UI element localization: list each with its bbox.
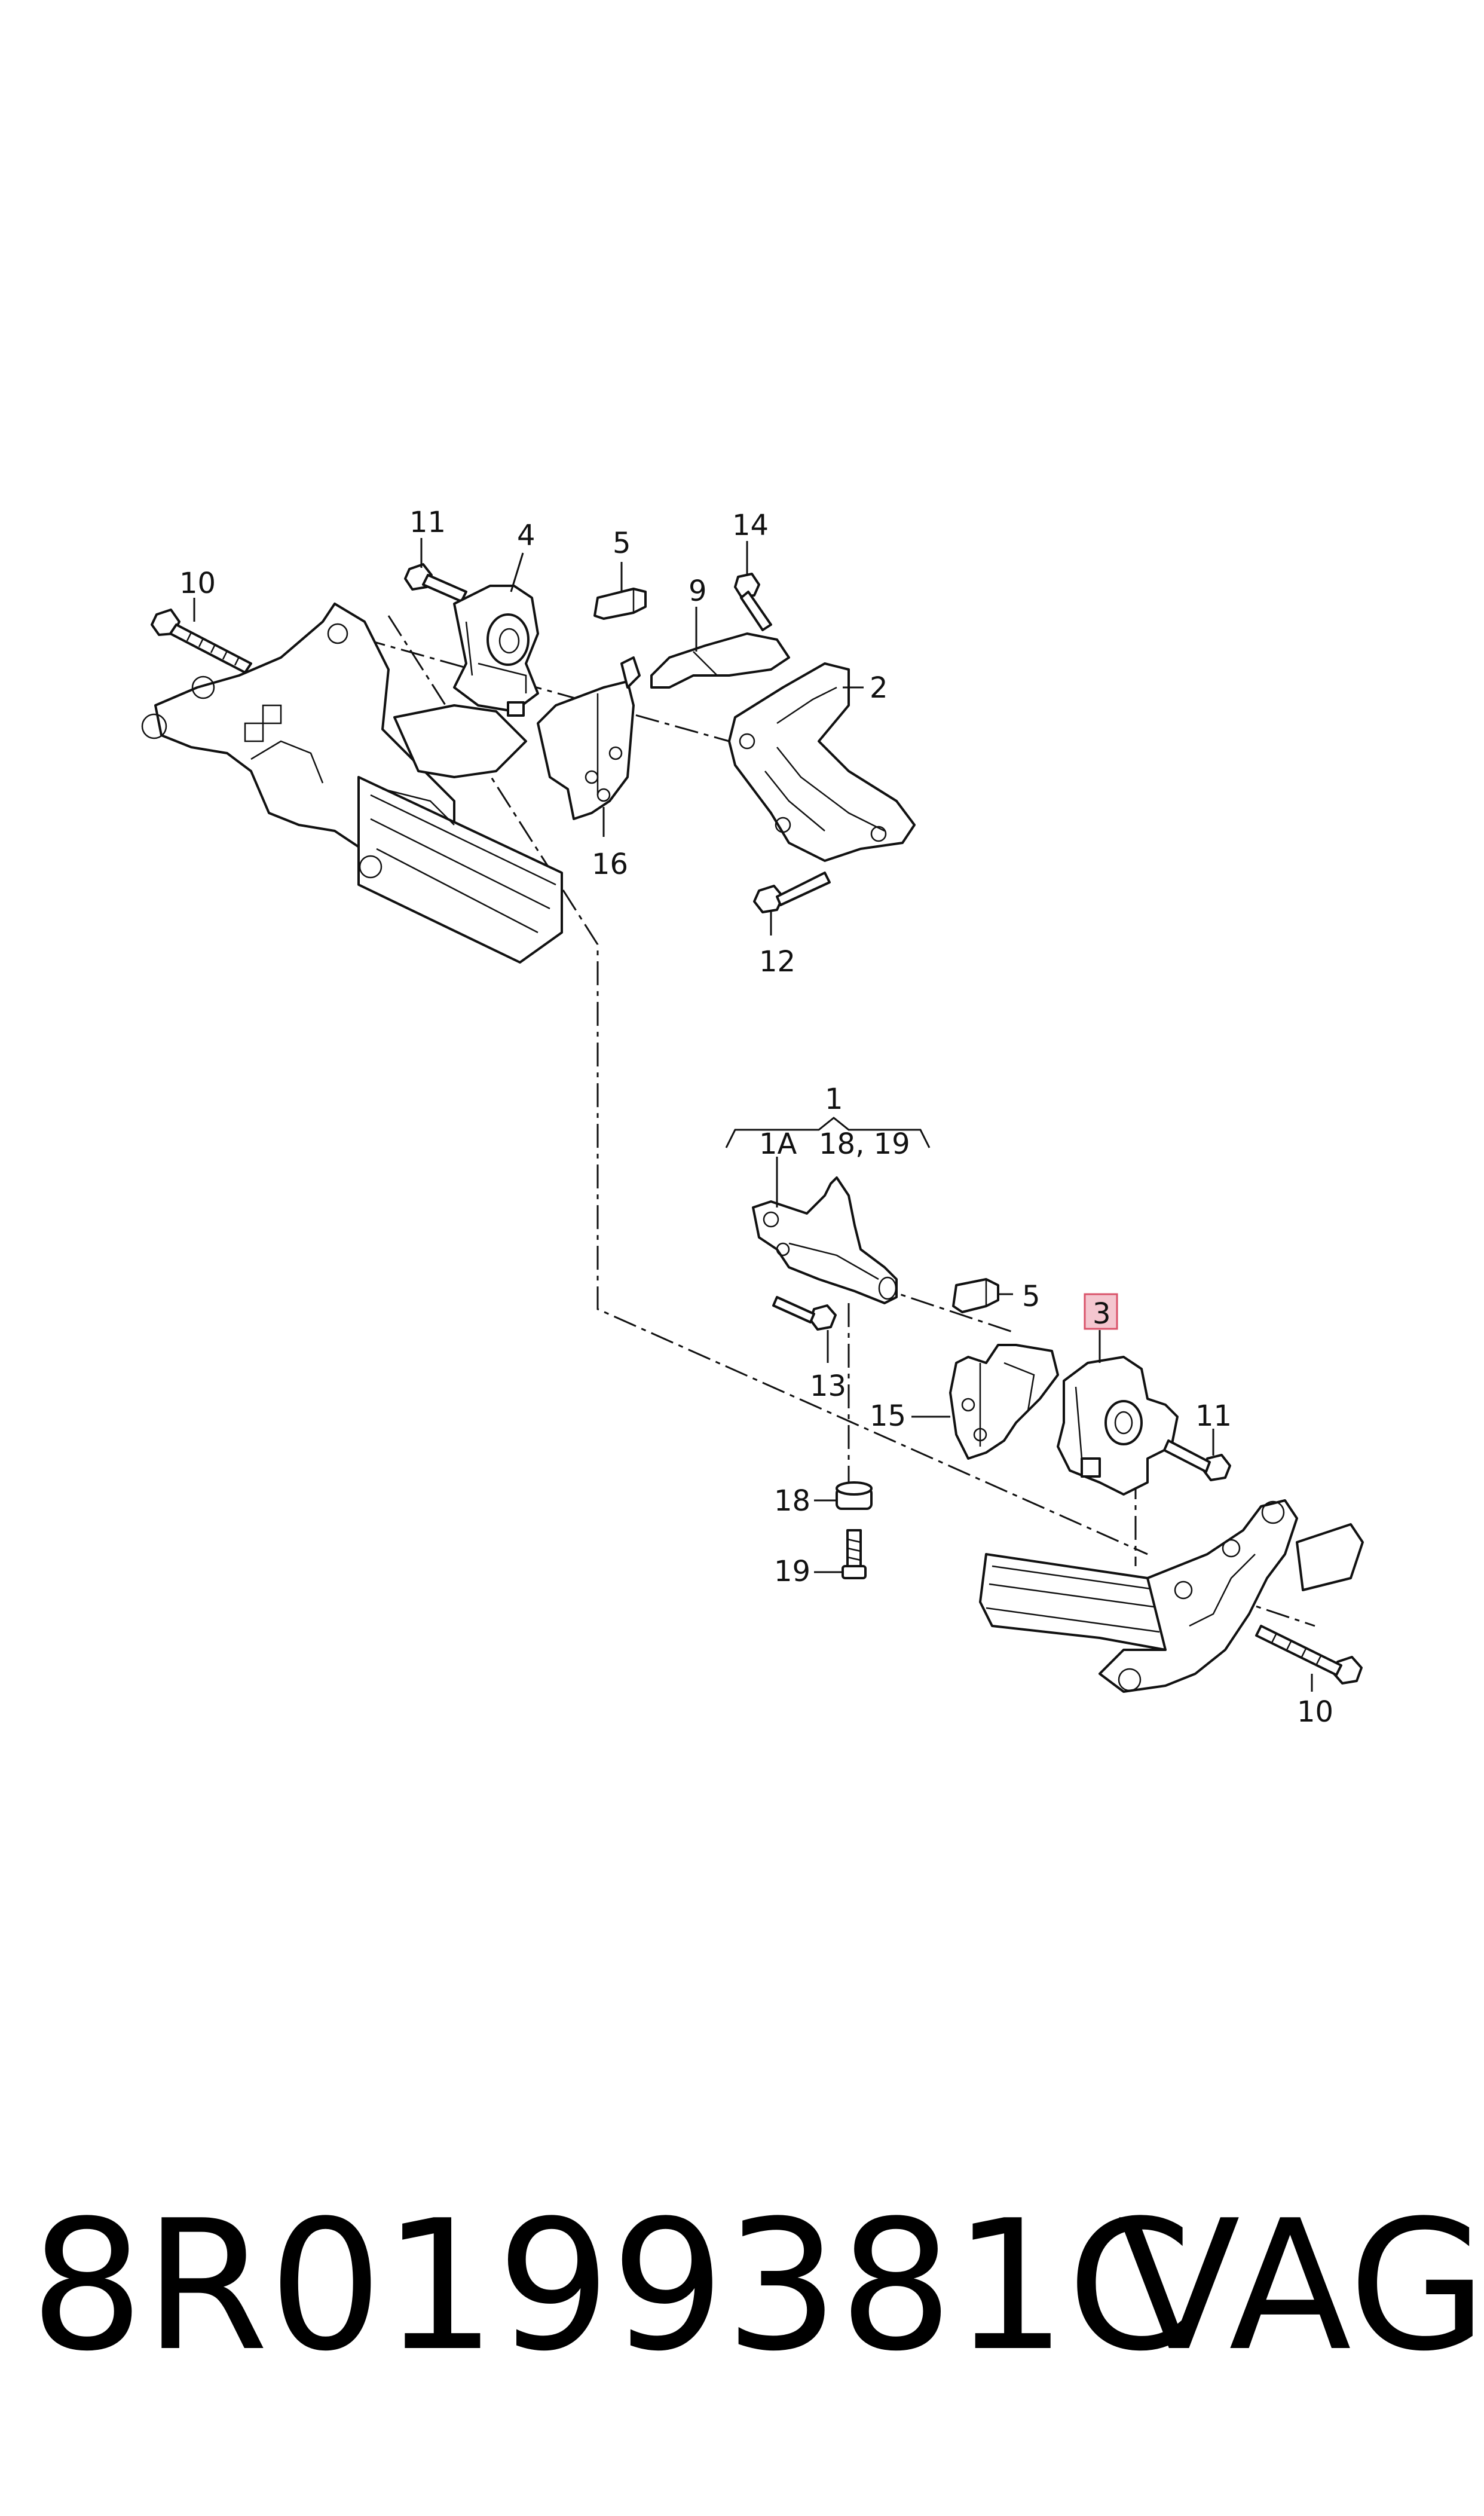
leader-lines [193,538,1313,1692]
engine-mount-4 [453,585,539,717]
label-14: 14 [732,509,769,542]
bolt-19 [842,1529,867,1579]
label-1: 1 [825,1083,843,1116]
label-13: 13 [810,1369,846,1403]
bolt-11-top [404,563,467,603]
bracket-1 [752,1176,898,1304]
label-15: 15 [870,1399,906,1433]
label-19: 19 [774,1555,810,1588]
callout-labels: 10 11 4 5 9 14 2 16 12 1 1A 18, 19 5 3 1… [179,506,1333,1729]
heat-shield-9 [650,632,790,689]
label-11-top: 11 [409,506,446,539]
bracket-2 [728,662,916,862]
bolt-10-top [151,609,252,674]
brand-name: VAG [1118,2182,1484,2390]
label-11-bottom: 11 [1195,1399,1232,1433]
bracket-16 [537,656,641,820]
label-18: 18 [774,1484,810,1518]
label-9: 9 [689,574,707,608]
bolt-12 [753,872,831,913]
label-16: 16 [592,848,628,881]
part-caption: 8R0199381C VAG [30,2182,1484,2390]
label-10-top: 10 [179,567,216,600]
label-18-19: 18, 19 [819,1127,910,1161]
bolt-10-bottom [1255,1625,1363,1685]
cap-5-bottom [952,1278,999,1313]
bolt-11-bottom [1163,1439,1231,1481]
part-number: 8R0199381C [30,2182,1192,2390]
label-5-top: 5 [613,527,631,560]
label-12: 12 [759,945,795,979]
label-3: 3 [1093,1297,1111,1331]
bolt-13 [772,1296,837,1331]
bolt-14 [734,573,772,631]
label-4: 4 [517,519,536,552]
label-10-bottom: 10 [1297,1695,1333,1729]
label-1a: 1A [759,1127,797,1161]
label-2: 2 [870,671,888,705]
bushing-18 [836,1481,873,1510]
subframe-bottom [979,1499,1364,1693]
transmission-mount-3 [1057,1356,1179,1496]
bracket-15 [949,1344,1059,1460]
subframe-top [141,603,563,964]
highlight-box-part-3 [1084,1293,1118,1330]
cap-5-top [593,588,647,620]
label-5-bottom: 5 [1022,1280,1041,1313]
